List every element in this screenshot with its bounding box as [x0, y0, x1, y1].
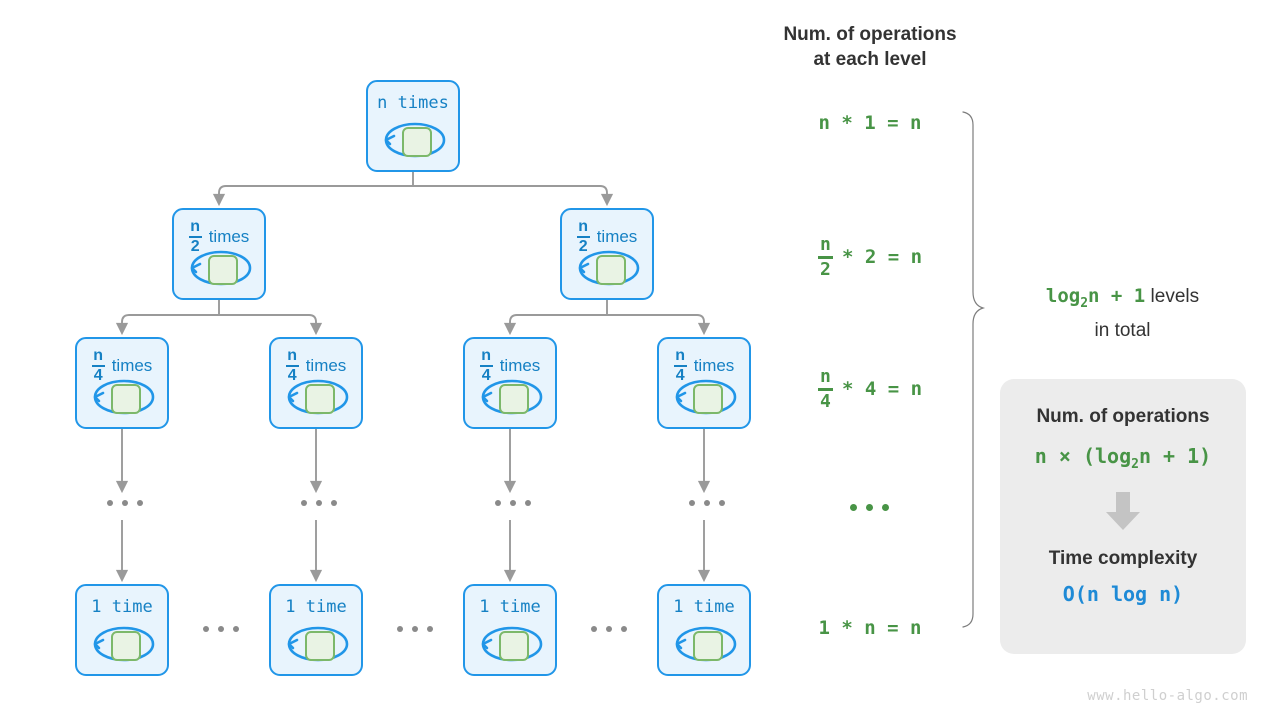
- node-label: n 2 times: [576, 218, 638, 255]
- fraction: n 4: [479, 347, 493, 384]
- tree-node-last-2[interactable]: 1 time: [269, 584, 363, 676]
- tree-node-level3-4[interactable]: n 4 times: [657, 337, 751, 429]
- node-label: n 4 times: [285, 347, 347, 384]
- summary-heading-operations: Num. of operations: [1036, 406, 1210, 427]
- node-label: 1 time: [91, 597, 153, 617]
- vertical-ellipsis: [107, 500, 143, 506]
- tree-node-last-1[interactable]: 1 time: [75, 584, 169, 676]
- fraction-bar: [673, 365, 687, 367]
- fraction: n 2: [576, 218, 590, 255]
- title-line-1: Num. of operations: [783, 24, 957, 45]
- tree-node-level2-1[interactable]: n 2 times: [172, 208, 266, 300]
- horizontal-ellipsis: [591, 626, 627, 632]
- ops-row-3-rest: * 4 = n: [841, 378, 923, 401]
- node-label: n 4 times: [91, 347, 153, 384]
- ops-row-ellipsis: [850, 504, 889, 511]
- node-label: n 2 times: [188, 218, 250, 255]
- summary-formula: n × (log2n + 1): [1034, 444, 1212, 472]
- loop-body-icon: [693, 631, 723, 661]
- fraction: n 2: [188, 218, 202, 255]
- tree-node-last-3[interactable]: 1 time: [463, 584, 557, 676]
- summary-box: Num. of operations n × (log2n + 1) Time …: [1000, 379, 1246, 654]
- fraction: n 4: [817, 368, 833, 411]
- vertical-ellipsis: [301, 500, 337, 506]
- tree-node-last-4[interactable]: 1 time: [657, 584, 751, 676]
- loop-body-icon: [499, 384, 529, 414]
- vertical-ellipsis: [495, 500, 531, 506]
- tree-node-level1-1[interactable]: n times: [366, 80, 460, 172]
- loop-body-icon: [499, 631, 529, 661]
- loop-body-icon: [208, 255, 238, 285]
- node-label: n 4 times: [479, 347, 541, 384]
- fraction: n 4: [285, 347, 299, 384]
- fraction-bar: [285, 365, 299, 367]
- fraction-bar: [188, 236, 202, 238]
- levels-note-line1: log2n + 1 levels: [1000, 283, 1245, 317]
- ops-row-2: n 2 * 2 = n: [740, 236, 1000, 279]
- fraction-bar: [817, 256, 833, 259]
- ops-row-5: 1 * n = n: [818, 617, 922, 639]
- tree-node-level3-3[interactable]: n 4 times: [463, 337, 557, 429]
- ops-row-1: n * 1 = n: [818, 112, 922, 134]
- ops-row-2-rest: * 2 = n: [841, 246, 923, 269]
- loop-body-icon: [111, 631, 141, 661]
- node-label: n times: [377, 93, 449, 113]
- fraction-bar: [576, 236, 590, 238]
- summary-complexity-value: O(n log n): [1062, 582, 1184, 606]
- down-arrow-icon: [1106, 492, 1140, 530]
- vertical-ellipsis: [689, 500, 725, 506]
- levels-word: levels: [1150, 286, 1200, 307]
- loop-body-icon: [596, 255, 626, 285]
- fraction: n 4: [91, 347, 105, 384]
- fraction: n 4: [673, 347, 687, 384]
- tree-node-level2-2[interactable]: n 2 times: [560, 208, 654, 300]
- ops-row-3: n 4 * 4 = n: [740, 368, 1000, 411]
- operations-column-title: Num. of operations at each level: [740, 22, 1000, 72]
- node-label: n 4 times: [673, 347, 735, 384]
- tree-node-level3-1[interactable]: n 4 times: [75, 337, 169, 429]
- fraction: n 2: [817, 236, 833, 279]
- watermark: www.hello-algo.com: [1087, 688, 1248, 704]
- summary-heading-complexity: Time complexity: [1048, 548, 1198, 569]
- fraction-bar: [91, 365, 105, 367]
- title-line-2: at each level: [813, 49, 927, 70]
- loop-body-icon: [693, 384, 723, 414]
- node-label: 1 time: [285, 597, 347, 617]
- loop-body-icon: [111, 384, 141, 414]
- levels-log-term: log2n + 1: [1045, 285, 1146, 311]
- node-label: 1 time: [673, 597, 735, 617]
- loop-body-icon: [305, 631, 335, 661]
- horizontal-ellipsis: [397, 626, 433, 632]
- horizontal-ellipsis: [203, 626, 239, 632]
- loop-body-icon: [402, 127, 432, 157]
- fraction-bar: [817, 388, 833, 391]
- levels-total-note: log2n + 1 levels in total: [1000, 283, 1245, 344]
- fraction-bar: [479, 365, 493, 367]
- tree-node-level3-2[interactable]: n 4 times: [269, 337, 363, 429]
- loop-body-icon: [305, 384, 335, 414]
- levels-note-line2: in total: [1094, 319, 1151, 341]
- node-label: 1 time: [479, 597, 541, 617]
